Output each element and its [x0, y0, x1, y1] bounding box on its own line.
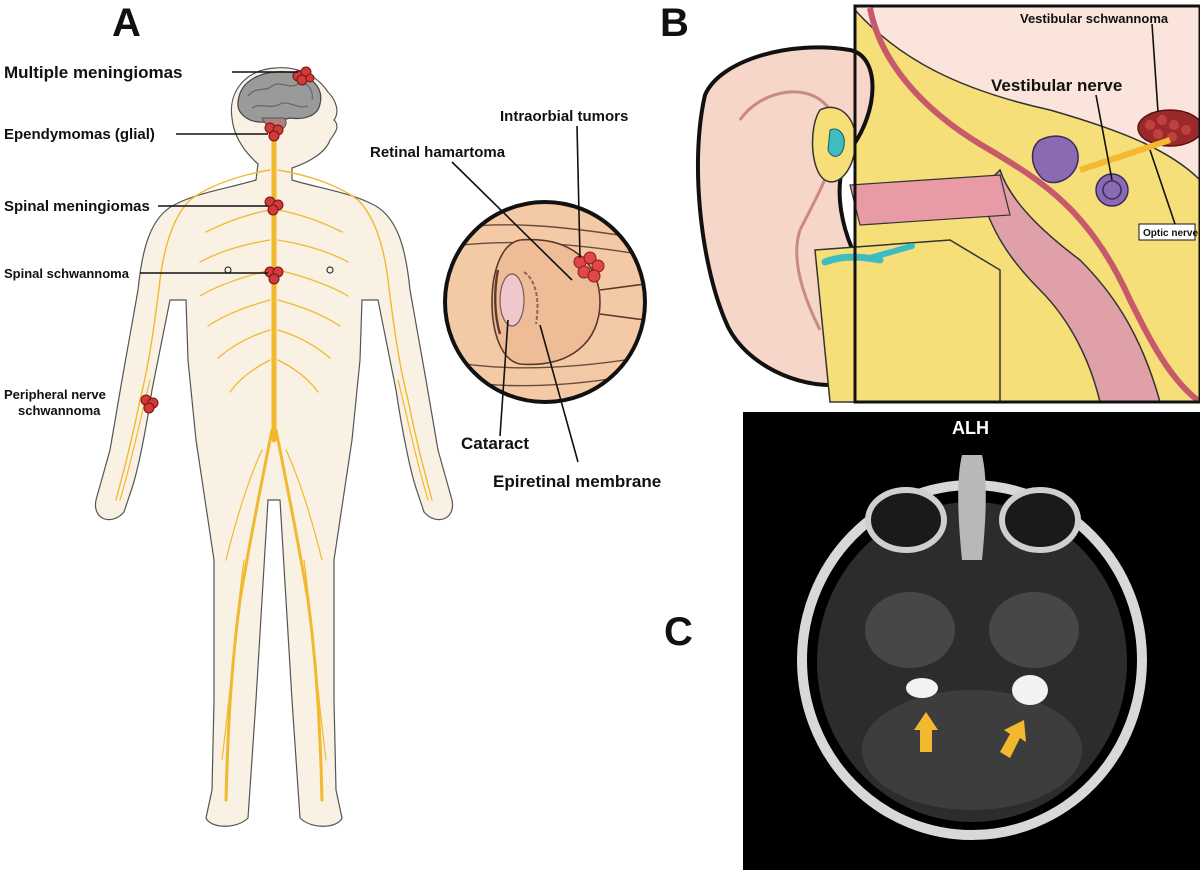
label-multiple-meningiomas: Multiple meningiomas: [4, 63, 183, 82]
body-leaders: [140, 71, 298, 274]
cochlea: [1095, 173, 1129, 207]
label-optic-nerve: Optic nerve: [1143, 228, 1198, 239]
mri-temporal-left: [865, 592, 955, 668]
label-cataract: Cataract: [461, 434, 529, 453]
panel-c: C ALH: [664, 412, 1200, 870]
label-peripheral-line2: schwannoma: [18, 403, 101, 418]
tumor-spinal-schwannoma: [264, 266, 284, 285]
cataract-lens: [499, 273, 525, 327]
label-epiretinal-membrane: Epiretinal membrane: [493, 472, 661, 491]
mri-lesion-right: [1012, 675, 1048, 705]
ear-frame: [853, 4, 1200, 404]
mri-nasal: [958, 455, 986, 560]
panel-b: B: [660, 1, 1200, 404]
eye-border: [443, 200, 647, 404]
label-retinal-hamartoma: Retinal hamartoma: [370, 144, 506, 161]
tumor-intraorbital: [573, 251, 605, 283]
label-spinal-meningiomas: Spinal meningiomas: [4, 198, 150, 215]
mri-title: ALH: [952, 418, 989, 438]
label-intraorbial-tumors: Intraorbial tumors: [500, 108, 628, 125]
panel-letter-b: B: [660, 1, 689, 45]
tumor-peripheral-schwannoma: [140, 394, 159, 414]
tumor-ependymoma: [264, 122, 284, 142]
ear-canal: [849, 174, 1011, 226]
eye-labels: Intraorbial tumors Retinal hamartoma Cat…: [370, 108, 661, 491]
mri-arrow-right: [1000, 720, 1026, 758]
mri-arrow-left: [914, 712, 938, 752]
label-spinal-schwannoma: Spinal schwannoma: [4, 266, 130, 281]
eye-inset: Intraorbial tumors Retinal hamartoma Cat…: [370, 108, 661, 491]
mri-cerebellum: [862, 690, 1082, 810]
vestibular-nerve-path: [1079, 137, 1171, 173]
optic-nerve-box: [1138, 223, 1196, 241]
brain-folds: [247, 82, 313, 109]
cornea: [494, 269, 502, 335]
panel-letter-c: C: [664, 610, 693, 654]
epiretinal-membrane: [523, 271, 539, 325]
nervous-system: [115, 127, 433, 802]
tumor-spinal-meningioma: [264, 196, 284, 216]
body-labels: Multiple meningiomas Ependymomas (glial)…: [4, 63, 183, 418]
label-vestibular-schwannoma: Vestibular schwannoma: [1020, 11, 1169, 26]
mri-scan: [797, 455, 1147, 840]
eye-leaders: [451, 125, 581, 463]
panel-a: A: [4, 1, 454, 827]
ear-anatomy: Optic nerve Vestibular schwannoma Vestib…: [695, 4, 1200, 404]
body-outline: [94, 67, 454, 827]
mri-orbit-left: [865, 487, 947, 553]
panel-letter-a: A: [112, 1, 141, 45]
label-peripheral-line1: Peripheral nerve: [4, 387, 106, 402]
mri-orbit-right: [999, 487, 1081, 553]
mri-lesion-left: [906, 678, 938, 698]
mri-temporal-right: [989, 592, 1079, 668]
optic-nerve-eye: [599, 281, 645, 323]
body-silhouette: [94, 67, 454, 827]
label-ependymomas: Ependymomas (glial): [4, 126, 155, 143]
label-vestibular-nerve: Vestibular nerve: [991, 76, 1122, 95]
semicircular-canals: [1031, 135, 1079, 184]
temporal-bone: [814, 239, 1001, 403]
body-tumors: [140, 66, 315, 414]
tumor-meningioma-brain: [292, 66, 315, 86]
